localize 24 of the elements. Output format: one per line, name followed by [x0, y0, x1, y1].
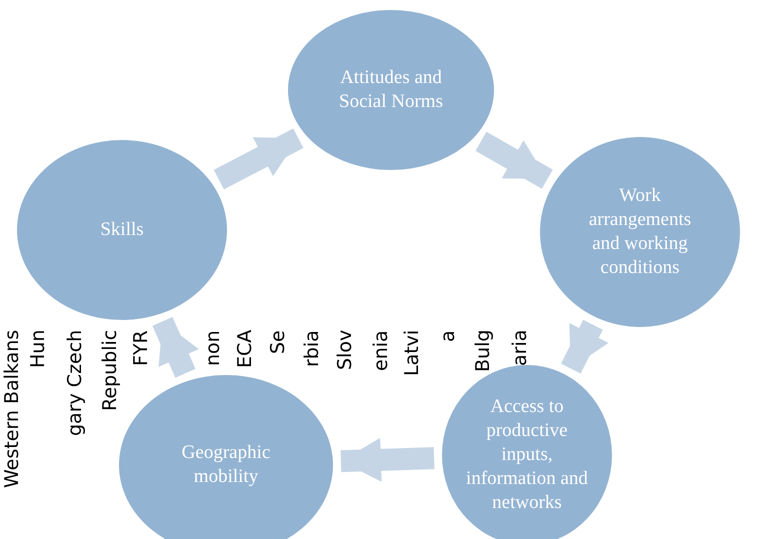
- rotated-label: Republic: [99, 330, 121, 411]
- rotated-label: non: [202, 330, 224, 366]
- block-arrow: [560, 320, 608, 374]
- rotated-label: Western Balkans: [1, 330, 23, 488]
- rotated-label: enia: [370, 330, 392, 371]
- rotated-label: ECA: [234, 330, 256, 368]
- rotated-label: Se: [267, 330, 289, 354]
- block-arrow: [340, 438, 434, 482]
- rotated-label: FYR: [130, 330, 152, 366]
- rotated-label: Latvi: [401, 330, 423, 376]
- node-label: Work arrangements and working conditions: [588, 184, 692, 280]
- rotated-label: Bulg: [472, 330, 494, 372]
- rotated-label: gary Czech: [64, 330, 86, 436]
- rotated-label: rbia: [301, 330, 323, 367]
- block-arrow: [214, 128, 304, 190]
- block-arrow: [476, 132, 553, 189]
- node-label: Skills: [100, 218, 144, 242]
- rotated-label: Hun: [27, 330, 49, 368]
- node-label: Geographic mobility: [180, 441, 272, 489]
- rotated-label: a: [437, 330, 459, 342]
- node-label: Access to productive inputs, information and networks: [465, 395, 589, 515]
- node-label: Attitudes and Social Norms: [338, 66, 444, 114]
- rotated-label: Slov: [334, 330, 356, 370]
- rotated-label: aria: [509, 330, 531, 366]
